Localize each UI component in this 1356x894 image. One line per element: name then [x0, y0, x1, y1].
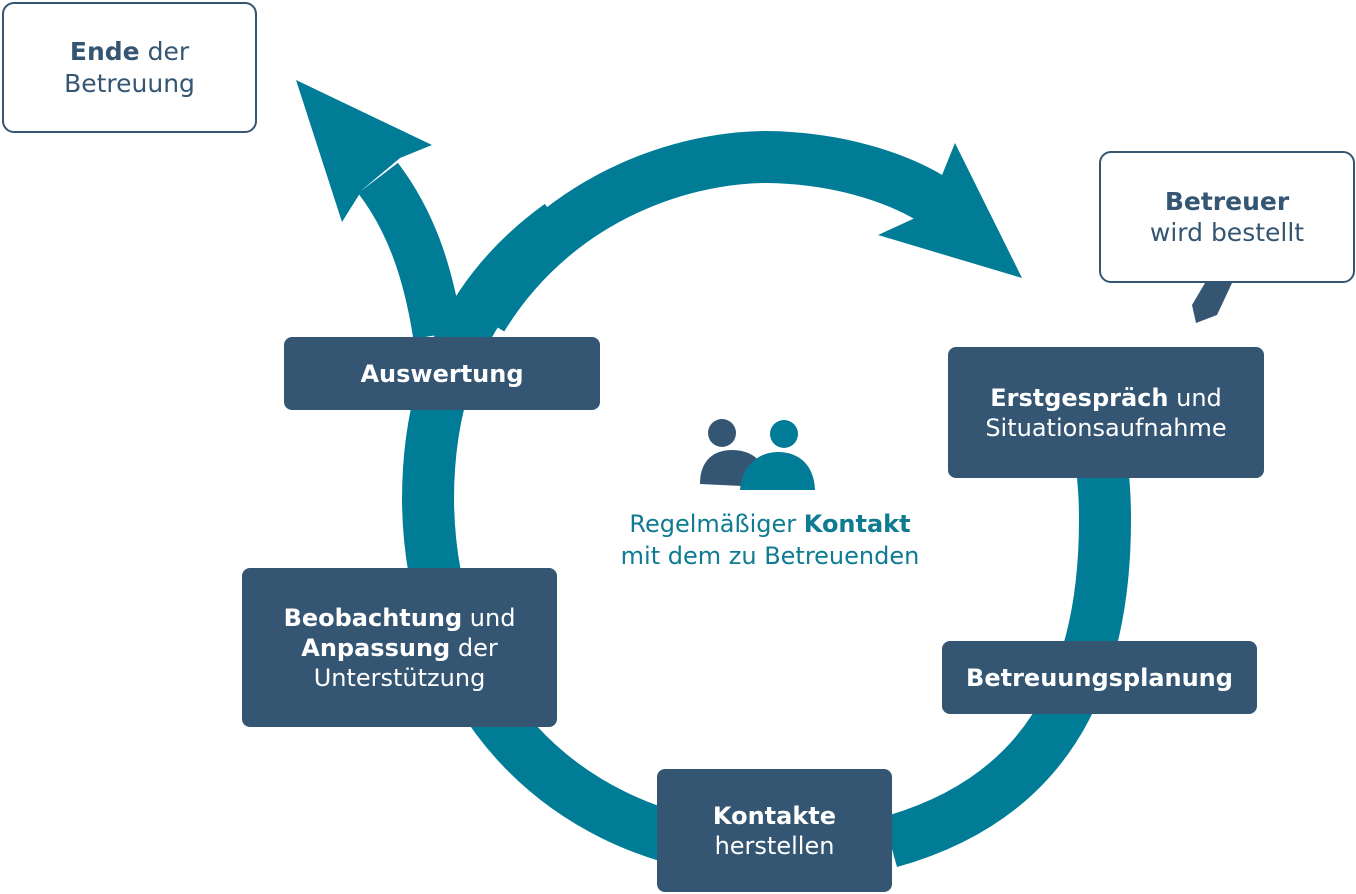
end-of-care-box: Ende der Betreuung — [2, 2, 257, 133]
end-bold: Ende — [69, 37, 140, 67]
center-line1-a: Regelmäßiger — [629, 510, 804, 538]
caregiver-appointed-box: Betreuer wird bestellt — [1099, 151, 1355, 283]
center-line1-b: Kontakt — [803, 510, 911, 538]
beob-rest1: und — [462, 603, 516, 632]
exit-branch — [357, 162, 463, 339]
kontakte-line2: herstellen — [714, 831, 835, 860]
end-rest: der — [139, 37, 190, 67]
center-label: Regelmäßiger Kontakt mit dem zu Betreuen… — [560, 508, 980, 573]
beob-line3: Unterstützung — [313, 663, 486, 692]
erst-bold: Erstgespräch — [990, 383, 1169, 412]
erst-rest: und — [1168, 383, 1222, 412]
end-line2: Betreuung — [64, 68, 195, 98]
arrow-head-exit-icon — [296, 80, 432, 222]
auswertung-bold: Auswertung — [360, 359, 524, 388]
cycle-ring-top — [459, 131, 944, 332]
planung-bold: Betreuungsplanung — [966, 663, 1233, 692]
step-erstgespraech: Erstgespräch und Situationsaufnahme — [948, 347, 1264, 478]
step-betreuungsplanung: Betreuungsplanung — [942, 641, 1257, 714]
step-kontakte: Kontakte herstellen — [657, 769, 892, 892]
betreuer-bold: Betreuer — [1164, 186, 1290, 216]
step-beobachtung: Beobachtung und Anpassung der Unterstütz… — [242, 568, 557, 727]
beob-bold1: Beobachtung — [283, 603, 463, 632]
kontakte-bold: Kontakte — [712, 801, 837, 830]
betreuer-line2: wird bestellt — [1149, 218, 1305, 247]
arrow-head-right-icon — [878, 143, 1022, 278]
people-icon — [700, 419, 815, 490]
bubble-tail — [1192, 283, 1232, 323]
erst-line2: Situationsaufnahme — [985, 413, 1227, 442]
beob-bold2: Anpassung — [301, 633, 451, 662]
step-auswertung: Auswertung — [284, 337, 600, 410]
center-line2: mit dem zu Betreuenden — [620, 542, 920, 571]
beob-rest2: der — [450, 633, 498, 662]
